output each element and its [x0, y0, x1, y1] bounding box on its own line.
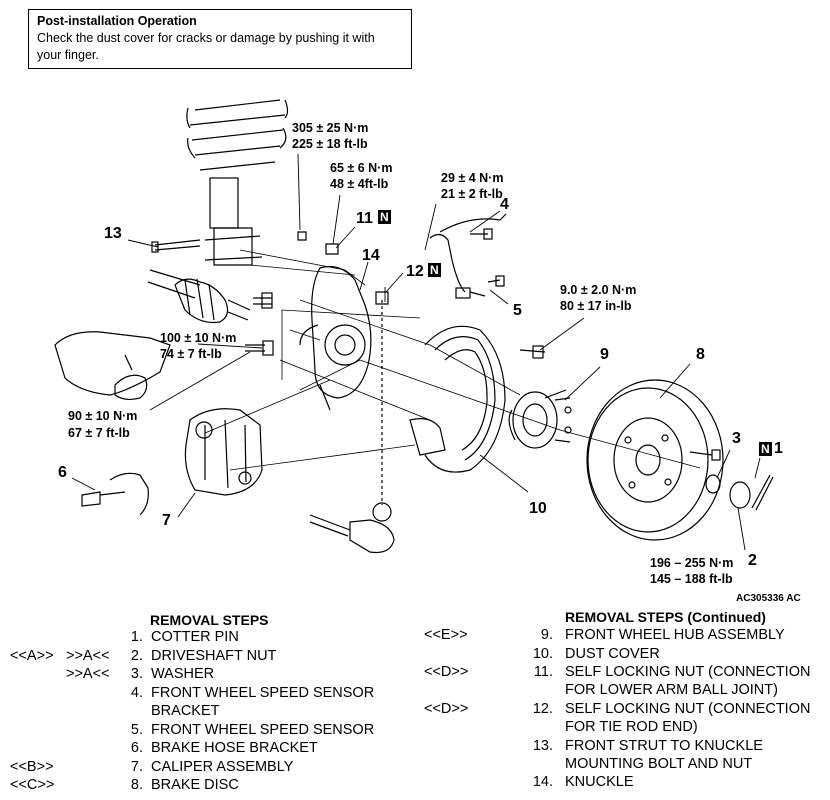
step-text: FRONT WHEEL HUB ASSEMBLY [565, 627, 785, 643]
bolts [151, 228, 721, 461]
step-number: 4. [130, 685, 143, 701]
step-text: FRONT WHEEL SPEED SENSOR [151, 722, 375, 738]
torque-tierod-nm: 29 ± 4 N·m [441, 171, 504, 185]
step-number: 14. [532, 774, 553, 790]
step-number: 1. [130, 629, 143, 645]
note-line-1: Check the dust cover for cracks or damag… [37, 31, 375, 45]
torque-strut-ftlb: 225 ± 18 ft-lb [292, 137, 368, 151]
callout-1-badge: N [759, 442, 772, 456]
callout-10: 10 [529, 500, 547, 517]
brake-disc [586, 379, 724, 541]
step-text: CALIPER ASSEMBLY [151, 759, 294, 775]
step-number: 12. [532, 701, 553, 717]
step-ref-removal: <<B>> [10, 759, 54, 775]
speed-sensor [429, 213, 507, 299]
callout-4: 4 [500, 196, 509, 213]
callout-11: 11 [356, 210, 373, 227]
callout-14: 14 [362, 247, 380, 264]
step-ref-removal: <<D>> [424, 664, 469, 680]
step-number: 2. [130, 648, 143, 664]
step-ref-removal: <<C>> [10, 777, 55, 793]
lower-arm [54, 331, 171, 401]
torque-sensor-nm: 9.0 ± 2.0 N·m [560, 283, 637, 297]
callout-9: 9 [600, 346, 609, 363]
step-number: 10. [532, 646, 553, 662]
post-installation-note: Post-installation Operation Check the du… [28, 9, 412, 69]
removal-steps-title: REMOVAL STEPS [150, 612, 269, 628]
step-text: WASHER [151, 666, 215, 682]
step-text: MOUNTING BOLT AND NUT [565, 756, 753, 772]
figure-code: AC305336 AC [736, 593, 801, 604]
callout-8: 8 [696, 346, 705, 363]
callout-1: 1 [774, 440, 783, 457]
step-text: DUST COVER [565, 646, 660, 662]
torque-sensor-inlb: 80 ± 17 in-lb [560, 299, 632, 313]
step-text: BRAKE DISC [151, 777, 239, 793]
step-number: 7. [130, 759, 143, 775]
step-text: FOR TIE ROD END) [565, 719, 698, 735]
step-number: 8. [130, 777, 143, 793]
callout-3: 3 [732, 430, 741, 447]
step-ref-install: >>A<< [66, 666, 110, 682]
knuckle [299, 265, 372, 411]
step-text: SELF LOCKING NUT (CONNECTION [565, 701, 811, 717]
step-text: DRIVESHAFT NUT [151, 648, 277, 664]
step-text: KNUCKLE [565, 774, 634, 790]
torque-driveshaft-nut-nm: 196 – 255 N·m [650, 556, 734, 570]
torque-strut-nm: 305 ± 25 N·m [292, 121, 369, 135]
step-number: 13. [532, 738, 553, 754]
step-text: SELF LOCKING NUT (CONNECTION [565, 664, 811, 680]
front-wheel-hub-assembly [508, 389, 572, 449]
callout-5: 5 [513, 302, 522, 319]
torque-lowerarm-nm: 65 ± 6 N·m [330, 161, 393, 175]
dust-cover [409, 325, 506, 473]
step-text: FRONT STRUT TO KNUCKLE [565, 738, 763, 754]
driveshaft [147, 269, 251, 324]
torque-caliper-upper-ftlb: 74 ± 7 ft-lb [160, 347, 222, 361]
step-ref-removal: <<D>> [424, 701, 469, 717]
callout-7: 7 [162, 512, 171, 529]
step-text: BRAKE HOSE BRACKET [151, 740, 318, 756]
tie-rod-end [309, 300, 395, 554]
step-number: 9. [540, 627, 553, 643]
callout-12-badge: N [428, 263, 441, 277]
callout-13: 13 [104, 225, 122, 242]
torque-caliper-ftlb: 67 ± 7 ft-lb [68, 426, 130, 440]
torque-tierod-ftlb: 21 ± 2 ft-lb [441, 187, 503, 201]
torque-lowerarm-ftlb: 48 ± 4ft-lb [330, 177, 389, 191]
step-number: 3. [130, 666, 143, 682]
step-text: BRACKET [151, 703, 220, 719]
callout-11-badge: N [378, 210, 391, 224]
torque-driveshaft-nut-ftlb: 145 – 188 ft-lb [650, 572, 733, 586]
note-line-2: your finger. [37, 48, 99, 62]
strut-assembly [186, 99, 289, 266]
step-ref-removal: <<E>> [424, 627, 468, 643]
nut-washer-pin [705, 474, 774, 511]
step-ref-install: >>A<< [66, 648, 110, 664]
removal-steps-continued-title: REMOVAL STEPS (Continued) [565, 609, 766, 625]
torque-caliper-upper-nm: 100 ± 10 N·m [160, 331, 237, 345]
leader-lines [71, 153, 761, 551]
torque-caliper-nm: 90 ± 10 N·m [68, 409, 138, 423]
brake-hose-bracket [81, 472, 149, 516]
callout-2: 2 [748, 552, 757, 569]
callout-12: 12 [406, 263, 424, 280]
step-number: 5. [130, 722, 143, 738]
step-ref-removal: <<A>> [10, 648, 54, 664]
caliper-assembly [184, 408, 263, 496]
callout-6: 6 [58, 464, 67, 481]
step-number: 11. [533, 664, 553, 680]
step-text: FOR LOWER ARM BALL JOINT) [565, 682, 778, 698]
step-text: FRONT WHEEL SPEED SENSOR [151, 685, 375, 701]
assembly-lines [204, 249, 701, 471]
exploded-view-diagram [54, 99, 774, 554]
step-number: 6. [130, 740, 143, 756]
step-text: COTTER PIN [151, 629, 239, 645]
note-heading: Post-installation Operation [37, 14, 197, 28]
